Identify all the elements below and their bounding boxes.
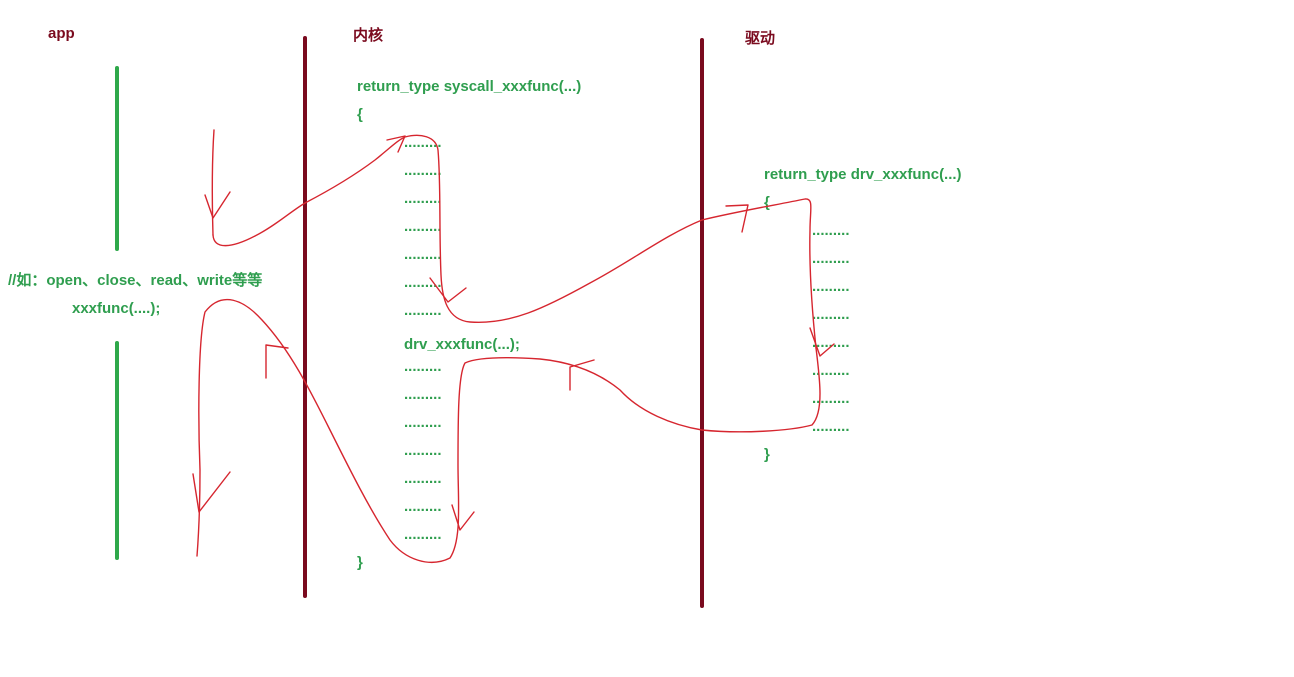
driver-entry-arrowhead [725,204,749,233]
kernel-dots-after-row-4: ......... [404,442,442,459]
driver-dots-row-2: ......... [812,250,850,267]
driver-dots-row-6: ......... [812,362,850,379]
kernel-open-brace: { [357,106,363,123]
app-return-down-arrowhead [192,471,231,513]
app-call-statement: xxxfunc(....); [72,300,161,317]
kernel-down-arrowhead [429,277,467,303]
driver-column-header: 驱动 [745,30,776,47]
app-call-comment: //如：open、close、read、write等等 [8,272,263,289]
kernel-return-down-arrowhead [451,504,475,531]
app-column-header: app [48,25,75,42]
kernel-dots-after-row-5: ......... [404,470,442,487]
kernel-dots-row-5: ......... [404,246,442,263]
kernel-dots-row-3: ......... [404,190,442,207]
kernel-syscall-signature: return_type syscall_xxxfunc(...) [357,78,582,95]
driver-dots-row-5: ......... [812,334,850,351]
driver-down-arrowhead [809,327,835,357]
kernel-dots-after-row-1: ......... [404,358,442,375]
syscall-entry-arrowhead [386,135,406,153]
driver-dots-row-8: ......... [812,418,850,435]
kernel-dots-after-row-2: ......... [404,386,442,403]
driver-dots-row-3: ......... [812,278,850,295]
kernel-dots-row-6: ......... [404,274,442,291]
driver-close-brace: } [764,446,770,463]
syscall-to-driver-flow [212,134,817,349]
driver-function-signature: return_type drv_xxxfunc(...) [764,166,962,183]
driver-dots-row-1: ......... [812,222,850,239]
kernel-close-brace: } [357,554,363,571]
app-call-down-arrowhead [204,191,231,219]
kernel-dots-after-row-6: ......... [404,498,442,515]
kernel-dots-row-1: ......... [404,134,442,151]
kernel-driver-call: drv_xxxfunc(...); [404,336,520,353]
app-return-arrowhead [265,344,289,379]
kernel-dots-after-row-7: ......... [404,526,442,543]
kernel-dots-row-4: ......... [404,218,442,235]
driver-return-flow [196,298,821,563]
kernel-column-header: 内核 [353,27,384,44]
kernel-dots-row-7: ......... [404,302,442,319]
driver-open-brace: { [764,194,770,211]
kernel-dots-row-2: ......... [404,162,442,179]
driver-dots-row-4: ......... [812,306,850,323]
driver-dots-row-7: ......... [812,390,850,407]
kernel-dots-after-row-3: ......... [404,414,442,431]
kernel-return-arrowhead [569,359,595,391]
app-call-down-stroke [211,129,215,236]
